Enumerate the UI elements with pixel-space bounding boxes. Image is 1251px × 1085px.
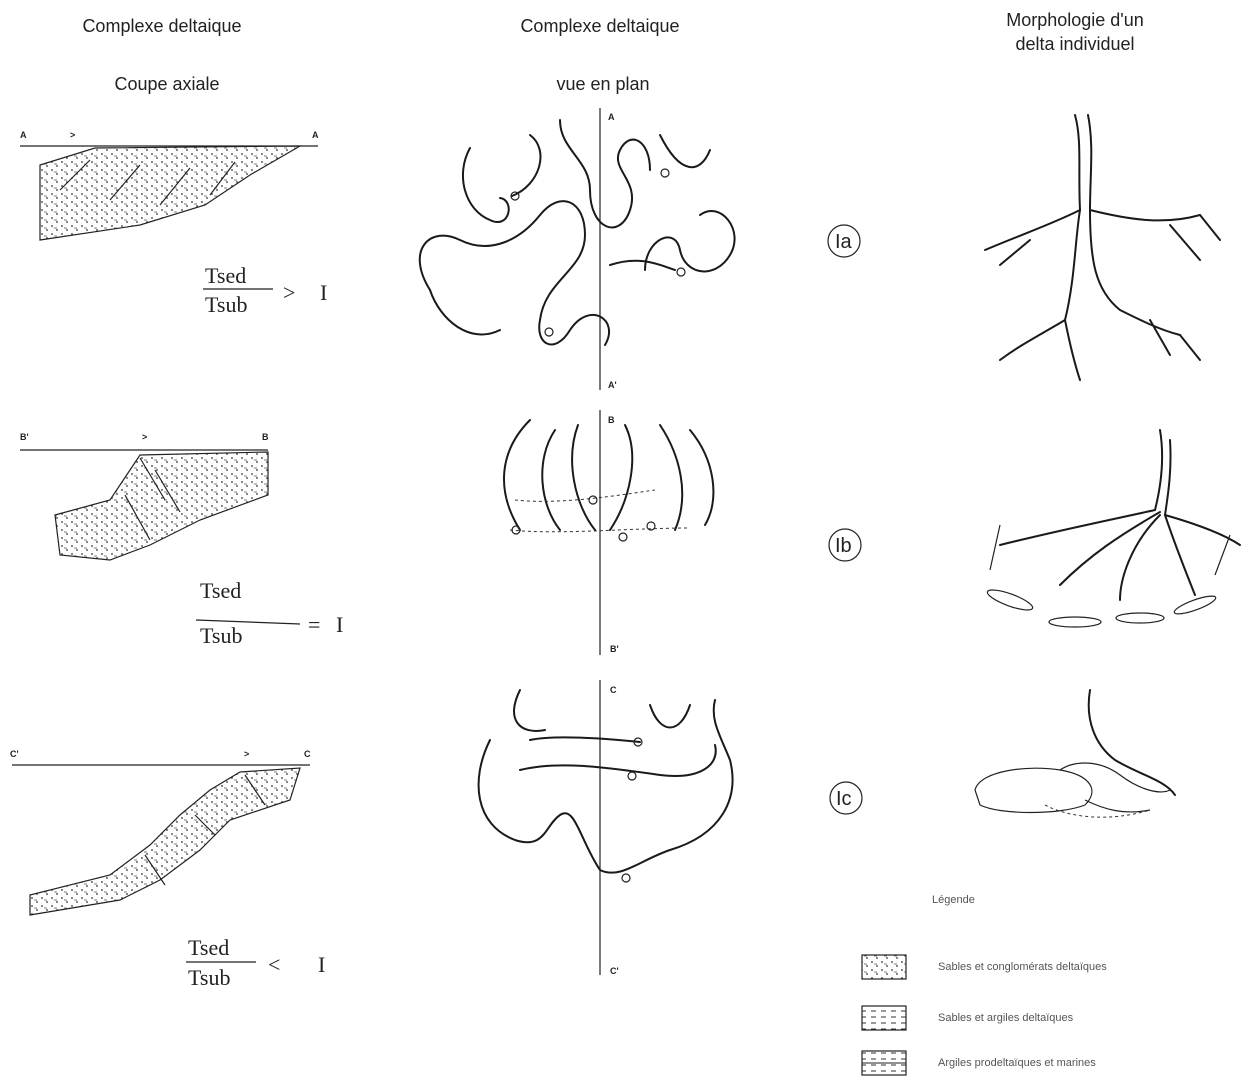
plan-1c-bottom-label: C' <box>610 966 619 976</box>
section-1b-ratio-num: Tsed <box>200 578 241 603</box>
section-1b-ratio-val: I <box>336 612 343 637</box>
legend-swatch-sand <box>862 955 906 979</box>
legend-title: Légende <box>932 894 975 906</box>
section-1c-right-label: C <box>304 749 311 759</box>
legend-item-2: Sables et argiles deltaïques <box>938 1012 1074 1024</box>
plan-1a-bottom-label: A' <box>608 380 617 390</box>
section-1b-left-label: B' <box>20 432 29 442</box>
section-1c-ratio-den: Tsub <box>188 965 230 990</box>
section-1c-arrow: > <box>244 749 249 759</box>
section-1c-deposit <box>30 768 300 915</box>
section-1a-cross-section: A A > <box>20 130 319 240</box>
section-1b-ratio: Tsed Tsub = I <box>196 578 343 648</box>
section-1a-arrow: > <box>70 130 75 140</box>
plan-1b-bottom-label: B' <box>610 644 619 654</box>
legend: Légende Sables et conglomérats deltaïque… <box>862 894 1107 1075</box>
section-1a-ratio-val: I <box>320 280 327 305</box>
legend-item-1: Sables et conglomérats deltaïques <box>938 961 1107 973</box>
section-1c-ratio-op: < <box>268 952 280 977</box>
plan-1c-label: Ic <box>836 788 852 810</box>
col1-subtitle: Coupe axiale <box>114 74 219 94</box>
plan-1b-label: Ib <box>835 535 852 557</box>
section-1a-ratio-den: Tsub <box>205 292 247 317</box>
legend-item-3: Argiles prodeltaïques et marines <box>938 1057 1096 1069</box>
section-1b-ratio-op: = <box>308 612 320 637</box>
col2-subtitle: vue en plan <box>556 74 649 94</box>
section-1c-cross-section: C' C > <box>10 749 311 915</box>
col3-title-line2: delta individuel <box>1015 34 1134 54</box>
plan-1a-label: Ia <box>835 231 853 253</box>
section-1a-ratio: Tsed Tsub > I <box>203 263 327 317</box>
delta-1a-morphology <box>985 115 1220 380</box>
plan-1b-top-label: B <box>608 415 615 425</box>
plan-1c-top-label: C <box>610 685 617 695</box>
section-1b-right-label: B <box>262 432 269 442</box>
section-1b-deposit <box>55 452 268 560</box>
section-1a-ratio-num: Tsed <box>205 263 246 288</box>
legend-swatch-sand-clay <box>862 1006 906 1030</box>
section-1a-ratio-op: > <box>283 280 295 305</box>
delta-1b-morphology <box>985 430 1240 627</box>
section-1c-ratio-val: I <box>318 952 325 977</box>
section-1c-left-label: C' <box>10 749 19 759</box>
section-1b-arrow: > <box>142 432 147 442</box>
section-1c-ratio: Tsed Tsub < I <box>186 935 325 990</box>
section-1c-ratio-num: Tsed <box>188 935 229 960</box>
col3-title-line1: Morphologie d'un <box>1006 10 1144 30</box>
section-1b-ratio-den: Tsub <box>200 623 242 648</box>
section-1a-right-label: A <box>312 130 319 140</box>
col1-title: Complexe deltaique <box>82 16 241 36</box>
delta-1c-morphology <box>975 690 1175 817</box>
col2-title: Complexe deltaique <box>520 16 679 36</box>
plan-1b-coastlines <box>504 420 713 541</box>
plan-1c-coastlines <box>479 690 733 882</box>
section-1b-cross-section: B' B > <box>20 432 269 560</box>
plan-1a-top-label: A <box>608 112 615 122</box>
section-1a-left-label: A <box>20 130 27 140</box>
plan-1a-coastlines <box>420 120 735 345</box>
